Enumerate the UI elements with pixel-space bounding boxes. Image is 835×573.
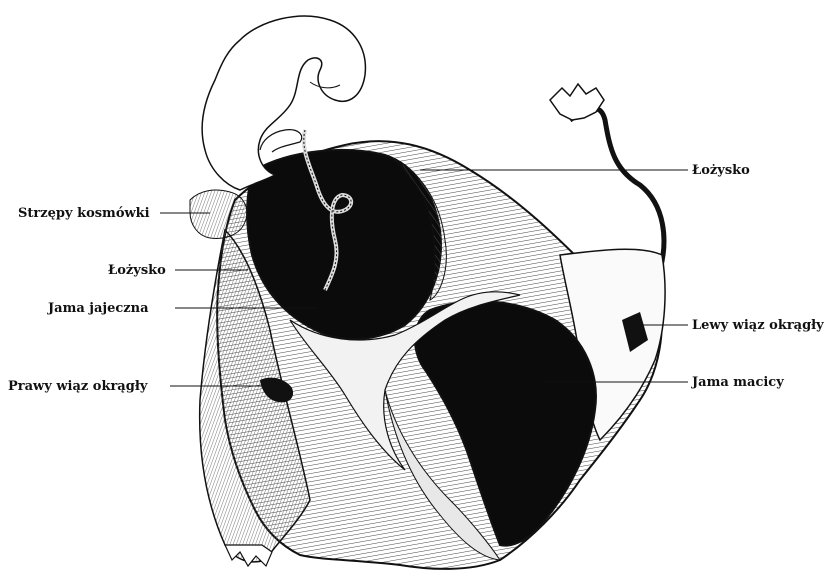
label-left-round-ligament: Lewy wiąz okrągły xyxy=(692,318,824,334)
fimbria-top xyxy=(550,84,604,120)
chorion-fringe xyxy=(190,190,247,238)
label-placenta-right: Łożysko xyxy=(692,163,750,179)
fimbria-bottom xyxy=(225,545,272,566)
label-uterine-cavity: Jama macicy xyxy=(692,375,784,391)
label-chorion-fringe: Strzępy kosmówki xyxy=(18,206,150,222)
embryo-limb xyxy=(260,130,302,152)
label-egg-cavity: Jama jajeczna xyxy=(48,301,149,317)
label-right-round-ligament: Prawy wiąz okrągły xyxy=(8,379,147,395)
label-placenta-left: Łożysko xyxy=(108,263,166,279)
